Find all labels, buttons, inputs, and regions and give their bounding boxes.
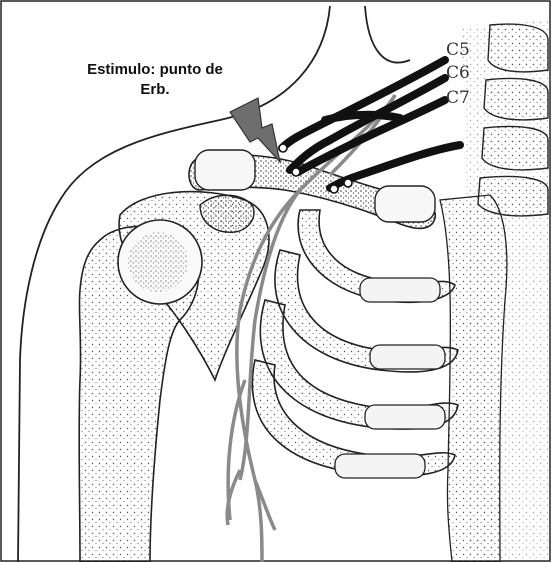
sternum	[440, 195, 507, 562]
caption-line-1: Estimulo: punto de	[40, 60, 270, 80]
root-label-c7: C7	[446, 88, 470, 108]
stimulus-caption: Estimulo: punto de Erb.	[40, 60, 270, 100]
root-label-c6: C6	[446, 63, 470, 83]
caption-line-2: Erb.	[40, 80, 270, 100]
root-label-c5: C5	[446, 40, 470, 60]
